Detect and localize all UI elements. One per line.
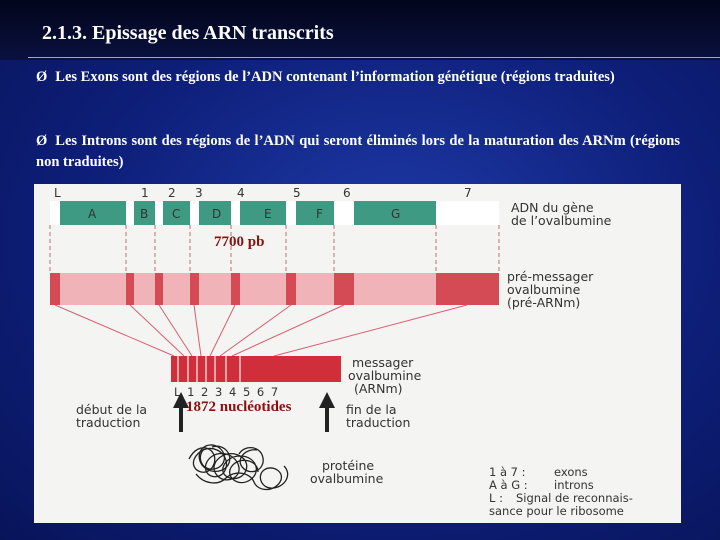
label-adn-2: de l’ovalbumine (511, 213, 612, 228)
pre-mrna-intron-F (296, 273, 334, 305)
arrow-end-head-icon (319, 392, 335, 408)
arrow-bullet-icon: Ø (36, 133, 48, 149)
exon-number-3: 3 (195, 186, 203, 200)
label-proteine-2: ovalbumine (310, 471, 384, 486)
dna-exon-6 (334, 201, 354, 225)
exon-number-6: 6 (343, 186, 351, 200)
label-pre-1: pré-messager (507, 269, 594, 284)
slide-title: 2.1.3. Epissage des ARN transcrits (42, 22, 334, 44)
exon-number-2: 2 (168, 186, 176, 200)
legend-value-3: sance pour le ribosome (489, 504, 624, 518)
pre-mrna-intron-C (163, 273, 190, 305)
dna-exon-4 (231, 201, 240, 225)
splicing-diagram: L 1 2 3 4 5 6 7 A B C D E F G (49, 186, 633, 518)
legend-key-0: 1 à 7 : (489, 465, 526, 479)
title-bar (0, 0, 720, 60)
intron-letter-D: D (212, 207, 221, 221)
label-proteine-1: protéine (322, 458, 374, 473)
bullet-exons: Ø Les Exons sont des régions de l’ADN con… (36, 67, 680, 88)
dna-exon-3 (190, 201, 199, 225)
label-pre-3: (pré-ARNm) (507, 295, 580, 310)
exon-number-4: 4 (237, 186, 245, 200)
dna-exon-1 (126, 201, 134, 225)
legend: 1 à 7 : exons A à G : introns L : Signal… (489, 465, 633, 518)
intron-letter-E: E (264, 207, 272, 221)
dna-exon-5 (286, 201, 296, 225)
arrow-bullet-icon: Ø (36, 69, 48, 85)
intron-letter-B: B (140, 207, 148, 221)
mrna-bar (171, 356, 341, 382)
exon-number-5: 5 (293, 186, 301, 200)
translation-arrows (173, 392, 335, 432)
bullet-exons-text: Les Exons sont des régions de l’ADN cont… (55, 69, 615, 85)
legend-key-2: L : (489, 491, 503, 505)
label-adn-1: ADN du gène (511, 200, 594, 215)
protein-tangle-icon (188, 444, 289, 491)
label-debut-2: traduction (76, 415, 140, 430)
arrow-end-shaft (325, 406, 329, 432)
pre-mrna-intron-A (60, 273, 126, 305)
label-pre-2: ovalbumine (507, 282, 581, 297)
arrow-start-head-icon (173, 392, 189, 408)
exon-number-L: L (54, 186, 61, 200)
title-divider (28, 57, 720, 58)
pre-mrna-intron-G (354, 273, 436, 305)
dna-bar (50, 201, 499, 225)
intron-letter-A: A (88, 207, 97, 221)
pre-mrna-intron-D (199, 273, 231, 305)
mrna-exon-numbers: L 1 2 3 4 5 6 7 (174, 385, 280, 399)
dna-exon-7 (436, 201, 499, 225)
splicing-figure: L 1 2 3 4 5 6 7 A B C D E F G (34, 184, 681, 523)
label-mess-3: (ARNm) (354, 381, 403, 396)
exon-number-7: 7 (464, 186, 472, 200)
mrna-size-overlay: 1872 nucléotides (186, 399, 292, 415)
legend-value-1: introns (554, 478, 594, 492)
exon-number-1: 1 (141, 186, 149, 200)
dna-exon-2 (155, 201, 163, 225)
splicing-connectors (54, 304, 468, 357)
legend-key-1: A à G : (489, 478, 528, 492)
label-debut-1: début de la (76, 402, 147, 417)
pre-mrna-intron-B (134, 273, 155, 305)
dashed-guides (49, 225, 500, 273)
bullet-introns-text: Les Introns sont des régions de l’ADN qu… (36, 133, 680, 170)
label-mess-2: ovalbumine (348, 368, 422, 383)
legend-value-0: exons (554, 465, 588, 479)
label-mess-1: messager (352, 355, 414, 370)
arrow-start-shaft (179, 406, 183, 432)
legend-value-2: Signal de reconnais- (516, 491, 633, 505)
intron-letter-G: G (391, 207, 400, 221)
intron-letter-F: F (316, 207, 323, 221)
gene-size-overlay: 7700 pb (214, 234, 265, 250)
dna-exon-L (50, 201, 60, 225)
label-fin-1: fin de la (346, 402, 397, 417)
intron-letter-C: C (172, 207, 180, 221)
label-fin-2: traduction (346, 415, 410, 430)
pre-mrna-intron-E (240, 273, 286, 305)
